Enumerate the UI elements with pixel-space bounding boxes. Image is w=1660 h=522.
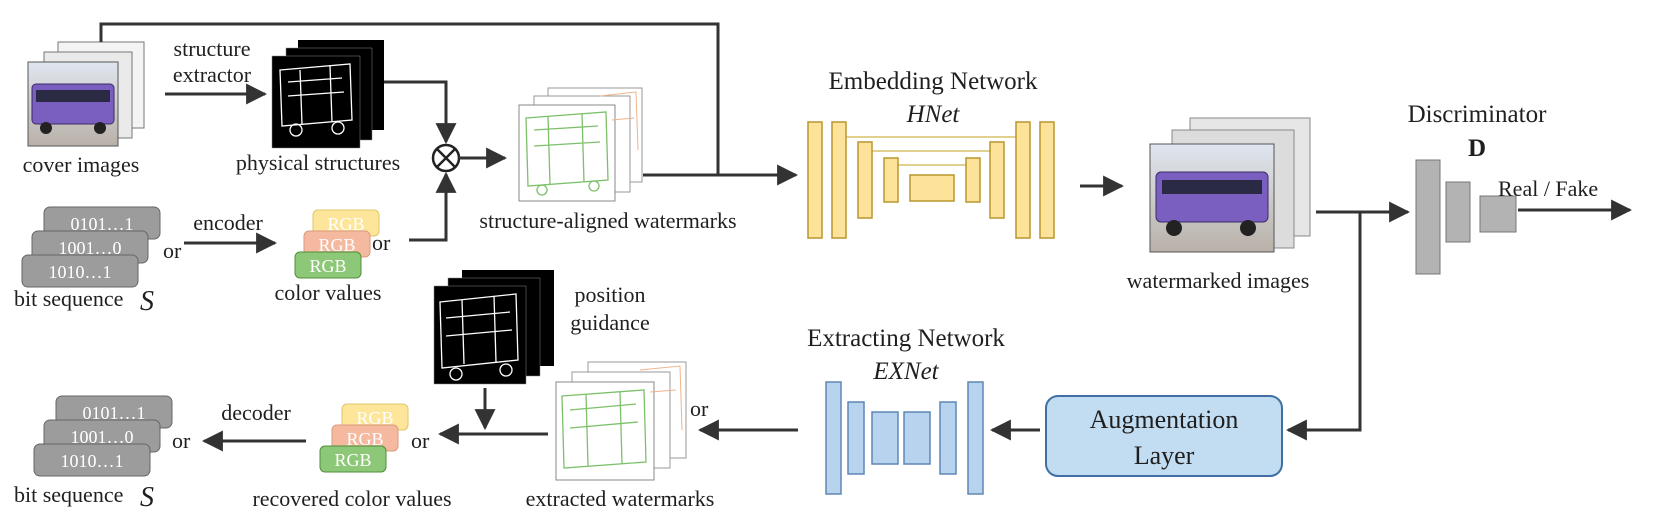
recovered-color-cards: RGB RGB RGB (319, 403, 409, 473)
decoder-label: decoder (221, 400, 291, 425)
or-label-bits-top: or (163, 238, 182, 263)
bit-symbol-bottom: S (140, 482, 154, 513)
extracting-network-block (825, 381, 984, 495)
arrow-color-to-multiply (409, 171, 457, 242)
or-label-recovered: or (411, 428, 430, 453)
rgb-card-1: RGB (356, 408, 393, 428)
bus-photo-icon (27, 61, 119, 147)
bit-card-1: 0101…1 (71, 214, 134, 234)
bit-sequence-label-bottom: bit sequence (14, 482, 123, 507)
bit-sequence-input: 0101…1 1001…0 1010…1 (21, 206, 161, 288)
hnet-label: HNet (906, 101, 961, 128)
rgb-card-2: RGB (318, 235, 355, 255)
position-guidance-label-2: guidance (570, 310, 649, 335)
position-guidance-label-1: position (575, 282, 646, 307)
discriminator-symbol: D (1468, 135, 1486, 162)
green-watermark-icon (525, 111, 609, 196)
arrow-structure-to-multiply (384, 80, 457, 145)
structure-extractor-label-2: extractor (173, 62, 252, 87)
position-guidance-stack (433, 270, 554, 385)
discriminator-block (1415, 159, 1517, 275)
bit-sequence-output: 0101…1 1001…0 1010…1 (33, 395, 173, 477)
cover-images-label: cover images (23, 152, 140, 177)
line-cover-bypass (99, 22, 720, 175)
encoder-label: encoder (193, 210, 263, 235)
recovered-color-values-label: recovered color values (252, 486, 451, 511)
bit-card-2: 1001…0 (71, 427, 134, 447)
or-label-rgb-top: or (372, 230, 391, 255)
structure-aligned-watermarks-label: structure-aligned watermarks (479, 208, 736, 233)
physical-structures-label: physical structures (236, 150, 400, 175)
bit-card-3: 1010…1 (61, 451, 124, 471)
discriminator-label: Discriminator (1408, 101, 1548, 128)
bit-symbol-top: S (140, 286, 154, 317)
green-watermark-icon (561, 389, 647, 469)
rgb-card-3: RGB (334, 450, 371, 470)
extracted-watermarks-label: extracted watermarks (526, 486, 715, 511)
extracted-watermarks-stack (555, 361, 687, 481)
color-values-label: color values (275, 280, 382, 305)
physical-structures-stack (271, 40, 384, 149)
bit-sequence-label-top: bit sequence (14, 286, 123, 311)
rgb-card-1: RGB (327, 214, 364, 234)
bit-card-3: 1010…1 (49, 262, 112, 282)
or-label-extracted: or (690, 396, 709, 421)
exnet-label: EXNet (872, 358, 939, 385)
arrow-to-augmentation (1285, 212, 1362, 441)
watermarked-images-stack (1149, 117, 1311, 253)
bit-card-1: 0101…1 (83, 403, 146, 423)
bus-photo-icon (1149, 143, 1275, 253)
watermarked-images-label: watermarked images (1127, 268, 1310, 293)
rgb-card-2: RGB (346, 429, 383, 449)
color-values-cards: RGB RGB RGB (294, 209, 380, 279)
real-fake-label: Real / Fake (1498, 176, 1598, 201)
bit-card-2: 1001…0 (59, 238, 122, 258)
multiply-node (431, 143, 461, 173)
embedding-network-block (807, 121, 1055, 239)
structure-extractor-label-1: structure (174, 36, 251, 61)
edge-map-icon (279, 63, 353, 137)
augmentation-label-2: Layer (1134, 441, 1195, 470)
augmentation-layer-box (1045, 395, 1283, 477)
embedding-network-label: Embedding Network (829, 68, 1038, 95)
or-label-bits-bottom: or (172, 428, 191, 453)
edge-map-icon (439, 293, 519, 381)
structure-aligned-watermarks-stack (518, 87, 643, 202)
augmentation-label-1: Augmentation (1090, 405, 1239, 434)
cover-images-stack (27, 41, 145, 147)
extracting-network-label: Extracting Network (807, 325, 1005, 352)
rgb-card-3: RGB (309, 256, 346, 276)
